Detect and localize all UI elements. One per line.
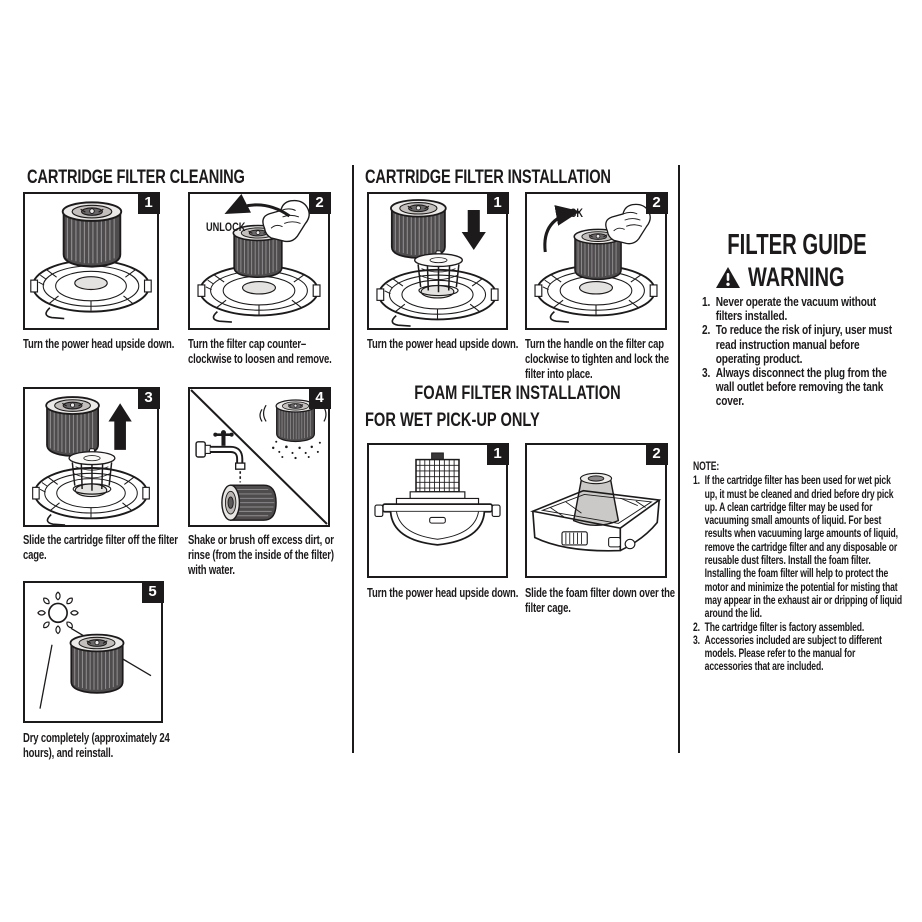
section-title-installation: CARTRIDGE FILTER INSTALLATION (365, 167, 611, 188)
note-item-number: 3. (693, 632, 700, 647)
warning-heading-text: WARNING (748, 262, 845, 292)
step-caption: Turn the power head upside down. (367, 337, 519, 351)
note-heading: NOTE: (693, 459, 720, 473)
warning-item-text: Always disconnect the plug from the wall… (715, 366, 887, 409)
step-number-badge: 2 (308, 191, 331, 214)
warning-heading: WARNING (690, 262, 904, 293)
note-item-text: The cartridge filter is factory assemble… (704, 619, 865, 634)
shake-or-rinse-illustration (190, 389, 328, 525)
foam-step-1-figure: 1 (367, 442, 509, 578)
note-item-text: Accessories included are subject to diff… (704, 632, 882, 674)
up-arrow-icon (108, 403, 132, 450)
note-block: NOTE: 1. If the cartridge filter has bee… (693, 459, 903, 674)
step-number-badge: 1 (486, 191, 509, 214)
slide-filter-off-illustration (31, 396, 151, 525)
lock-label: LOCK (557, 208, 584, 220)
warning-item-number: 1. (702, 295, 711, 309)
step-number-badge: 4 (308, 386, 331, 409)
step-caption: Shake or brush off excess dirt, or rinse… (188, 533, 334, 577)
step-caption: Slide the cartridge filter off the filte… (23, 533, 178, 562)
cartridge-filter-icon (61, 201, 123, 268)
power-head-with-filter-illustration (29, 201, 153, 320)
step-number-badge: 1 (486, 442, 509, 465)
step-caption: Turn the power head upside down. (23, 337, 175, 351)
diagonal-divider-line (190, 389, 328, 525)
note-item: 3. Accessories included are subject to d… (693, 632, 903, 674)
cleaning-step-5-figure: 5 (23, 580, 164, 723)
step-caption: Slide the foam filter down over the filt… (525, 586, 675, 615)
step-number-badge: 5 (141, 580, 164, 603)
tank-with-foam-filter-icon (531, 472, 661, 552)
section-title-foam: FOAM FILTER INSTALLATION (414, 383, 621, 404)
dirt-speckles-icon (271, 440, 321, 460)
warning-triangle-icon (716, 267, 741, 288)
foam-filter-on-tank-illustration (531, 472, 661, 552)
installation-step-2-figure: LOCK 2 (525, 191, 668, 330)
power-head-icon (376, 268, 499, 328)
step-number-badge: 2 (645, 191, 668, 214)
step-caption: Turn the filter cap counter–clockwise to… (188, 337, 332, 366)
cleaning-step-1-figure: 1 (23, 191, 160, 330)
note-item-number: 2. (693, 619, 700, 634)
step-caption: Turn the handle on the filter cap clockw… (525, 337, 669, 381)
section-subtitle-foam: FOR WET PICK-UP ONLY (365, 410, 540, 431)
installation-step-1-figure: 1 (367, 191, 509, 330)
hand-icon (605, 203, 651, 245)
warning-item-text: Never operate the vacuum without filters… (715, 295, 876, 324)
unlock-filter-cap-illustration (197, 194, 321, 324)
warning-item-number: 3. (702, 366, 711, 381)
note-item-number: 1. (693, 473, 700, 488)
unlock-label: UNLOCK (206, 222, 246, 234)
cleaning-step-2-figure: UNLOCK 2 (188, 191, 331, 330)
cartridge-filter-side-icon (221, 484, 277, 521)
power-head-upside-down-illustration (374, 452, 501, 546)
sun-icon (37, 591, 79, 635)
warning-item: 3. Always disconnect the plug from the w… (702, 366, 905, 409)
power-head-icon (31, 467, 151, 525)
dry-in-sun-illustration (37, 591, 152, 709)
cleaning-step-4-figure: 4 (188, 386, 331, 527)
cartridge-filter-icon (390, 199, 447, 259)
warning-item-number: 2. (702, 323, 711, 338)
cartridge-filter-icon (69, 633, 125, 694)
foam-step-2-figure: 2 (525, 442, 668, 578)
clockwise-arrow-icon (543, 205, 581, 253)
note-item: 2. The cartridge filter is factory assem… (693, 619, 903, 634)
step-caption: Dry completely (approximately 24 hours),… (23, 731, 170, 760)
step-number-badge: 1 (137, 191, 160, 214)
note-item: 1. If the cartridge filter has been used… (693, 474, 903, 620)
section-title-cleaning: CARTRIDGE FILTER CLEANING (27, 167, 245, 188)
step-caption: Turn the power head upside down. (367, 586, 519, 600)
column-divider-right (678, 165, 680, 753)
warning-item: 2. To reduce the risk of injury, user mu… (702, 323, 905, 366)
lock-filter-cap-illustration (534, 203, 658, 324)
power-head-icon (29, 259, 153, 320)
cleaning-step-3-figure: 3 (23, 386, 160, 527)
column-divider-left (352, 165, 354, 753)
down-arrow-icon (461, 210, 486, 250)
warning-list: 1. Never operate the vacuum without filt… (702, 295, 905, 409)
warning-item: 1. Never operate the vacuum without filt… (702, 295, 905, 323)
faucet-icon (195, 430, 246, 470)
step-number-badge: 3 (137, 386, 160, 409)
filter-guide-title: FILTER GUIDE (727, 229, 867, 261)
filter-onto-cage-illustration (376, 199, 499, 328)
power-head-lid-icon (374, 452, 501, 546)
counter-clockwise-arrow-icon (224, 194, 291, 218)
step-number-badge: 2 (645, 442, 668, 465)
cartridge-filter-icon (45, 396, 100, 457)
note-item-text: If the cartridge filter has been used fo… (704, 473, 903, 621)
warning-item-text: To reduce the risk of injury, user must … (715, 323, 892, 366)
